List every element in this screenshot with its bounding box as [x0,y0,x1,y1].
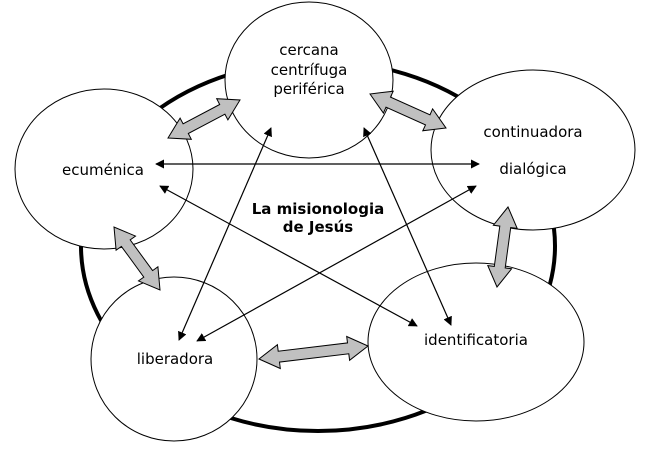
center-title-line-1: La misionologia [252,200,384,218]
node-label-ecumenica: ecuménica [62,161,144,179]
node-label-cercana-3: periférica [273,80,344,98]
cross-links [155,127,480,342]
block-arrows [113,90,519,370]
double-block-arrow-ecumenica-cercana [167,98,241,140]
arrow-continuadora-liberadora [196,185,477,342]
double-block-arrow-cercana-continuadora [369,90,447,132]
node-ellipse-cercana [224,1,394,159]
node-label-identificatoria: identificatoria [424,331,528,349]
double-block-arrow-ecumenica-liberadora [113,226,161,291]
center-title-line-2: de Jesús [283,218,353,236]
node-ellipse-continuadora [430,69,636,231]
double-block-arrow-liberadora-identificatoria [258,335,369,370]
node-label-cercana-2: centrífuga [271,61,348,79]
double-block-arrow-continuadora-identificatoria [486,206,519,288]
node-label-liberadora: liberadora [137,350,214,368]
node-label-cercana-1: cercana [279,41,338,59]
node-label-continuadora-1: continuadora [483,123,582,141]
node-label-continuadora-2: dialógica [499,160,566,178]
